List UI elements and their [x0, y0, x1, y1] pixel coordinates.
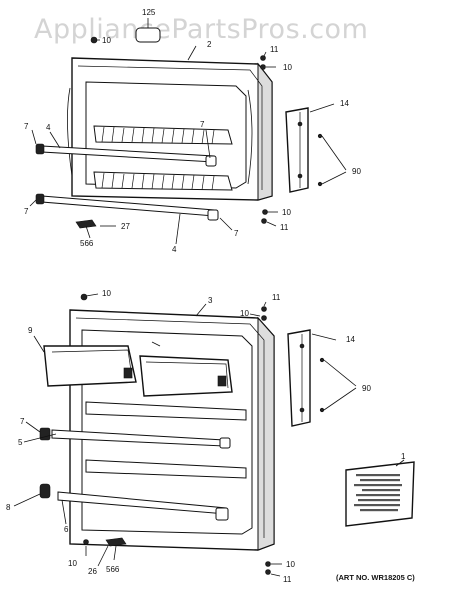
callout-label: 6	[64, 525, 69, 534]
callout-label: 5	[18, 438, 23, 447]
fresh-food-lower-shelf	[85, 459, 247, 479]
callout-label: 10	[102, 289, 111, 298]
leader-lines	[13, 18, 405, 577]
screw-icon	[83, 539, 89, 545]
callout-label: 90	[352, 167, 361, 176]
callout-label: 7	[20, 417, 25, 426]
callout-label: 8	[6, 503, 11, 512]
callout-label: 10	[283, 63, 292, 72]
callout-label: 3	[208, 296, 213, 305]
fresh-food-middle-shelf	[85, 401, 247, 421]
art-number: (ART NO. WR18205 C)	[336, 573, 415, 582]
screw-icon	[260, 64, 266, 70]
freezer-door-liner-left-curve	[67, 87, 73, 177]
callout-label: 14	[340, 99, 349, 108]
callout-label: 11	[270, 45, 279, 54]
callout-label: 9	[28, 326, 33, 335]
screw-icon	[261, 306, 267, 312]
callout-label: 10	[240, 309, 249, 318]
callout-label: 14	[346, 335, 355, 344]
dairy-bin-left	[43, 345, 137, 387]
callout-label: 566	[80, 239, 94, 248]
freezer-handle-14	[285, 107, 309, 193]
callout-label: 27	[121, 222, 130, 231]
callout-label: 7	[234, 229, 239, 238]
callout-label: 26	[88, 567, 97, 576]
freezer-door-liner-right-curve	[247, 89, 253, 185]
callout-label: 2	[207, 40, 212, 49]
screw-icon	[80, 293, 88, 301]
freezer-bar-left-cap-upper	[35, 143, 45, 155]
screw-icon	[319, 357, 325, 363]
screw-icon	[265, 569, 271, 575]
fresh-food-bracket-566	[105, 537, 127, 547]
callout-label: 7	[200, 120, 205, 129]
screw-icon	[260, 55, 266, 61]
screw-icon	[262, 209, 268, 215]
screw-icon	[317, 181, 323, 187]
freezer-door-assembly	[35, 27, 323, 229]
callout-label: 4	[172, 245, 177, 254]
callout-label: 1	[401, 452, 406, 461]
freezer-bracket-27	[75, 219, 97, 229]
screw-icon	[317, 133, 323, 139]
callout-label: 10	[286, 560, 295, 569]
callout-label: 566	[106, 565, 120, 574]
screw-icon	[261, 315, 267, 321]
callout-label: 11	[280, 223, 289, 232]
watermark-text: AppliancePartsPros.com	[34, 14, 368, 45]
callout-label: 10	[282, 208, 291, 217]
callout-label: 4	[46, 123, 51, 132]
badge-part-125	[135, 27, 161, 43]
callout-label: 90	[362, 384, 371, 393]
freezer-bar-end-cap-lower	[207, 209, 219, 221]
freezer-door-side-panel	[257, 62, 273, 201]
screw-icon	[265, 561, 271, 567]
freezer-bar-left-cap-lower	[35, 193, 45, 205]
bar-end-cap-7	[39, 427, 51, 441]
freezer-door-gasket-line	[77, 65, 263, 190]
callout-label: 125	[142, 8, 156, 17]
freezer-upper-shelf	[93, 125, 233, 145]
fresh-food-door-side-panel	[257, 316, 275, 551]
callout-label: 7	[24, 207, 29, 216]
callout-label: 11	[272, 293, 281, 302]
bar-end-cap-8	[39, 483, 51, 499]
screw-icon	[261, 218, 267, 224]
fresh-food-handle-14	[287, 329, 311, 427]
freezer-lower-shelf	[93, 171, 233, 191]
dairy-bin-right	[139, 355, 233, 397]
fresh-food-door-assembly	[39, 293, 325, 575]
screw-icon	[319, 407, 325, 413]
callout-labels: 125 10 2 11 10 14 7 4 7 90 7 566 27 4 7 …	[6, 8, 406, 584]
label-plate-part-1	[345, 461, 415, 527]
freezer-bar-end-cap-upper	[205, 155, 217, 167]
callout-label: 10	[102, 36, 111, 45]
callout-label: 7	[24, 122, 29, 131]
callout-label: 10	[68, 559, 77, 568]
callout-label: 11	[283, 575, 292, 584]
